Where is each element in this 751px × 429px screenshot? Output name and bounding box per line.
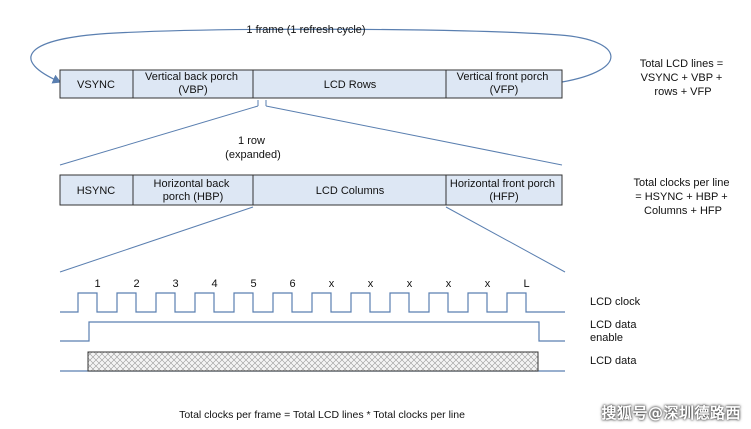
clock-number-label: 1 [94,278,100,290]
timing-expansion-lines [59,206,566,273]
frame-segment-vbp [132,69,254,99]
refresh-cycle-loop [30,28,612,84]
clock-number-label: 4 [211,278,217,290]
frame-total-lines-note: Total LCD lines = VSYNC + VBP + rows + V… [640,58,727,98]
clock-number-label: x [368,278,374,290]
row-total-clocks-note: Total clocks per line = HSYNC + HBP + Co… [633,177,732,217]
frame-caption: 1 frame (1 refresh cycle) [246,24,365,36]
row-segment-hfp [445,174,563,206]
lcd-clock-waveform [60,292,565,313]
frame-segment-rows-label: LCD Rows [324,79,377,91]
signal-label-lcd-data-enable: LCD data enable [590,319,640,344]
clock-number-label: x [485,278,491,290]
row-caption: 1 row (expanded) [225,135,281,161]
frame-segment-vsync-label: VSYNC [77,79,115,91]
clock-number-label: 3 [172,278,178,290]
clock-number-label: x [407,278,413,290]
clock-number-label: 2 [133,278,139,290]
clock-number-label: L [523,278,529,290]
row-segment-columns-label: LCD Columns [316,185,385,197]
signal-label-lcd-clock: LCD clock [590,296,641,308]
lcd-data-block [87,351,539,372]
frame-segment-vfp-label: Vertical front porch (VFP) [457,71,552,96]
frame-segment-rows [252,69,447,99]
watermark: 搜狐号@深圳德路西 [601,404,741,422]
row-segment-hsync-label: HSYNC [77,185,116,197]
clock-number-label: 6 [289,278,295,290]
clock-number-label: x [446,278,452,290]
row-bar: HSYNC Horizontal back porch (HBP) LCD Co… [59,174,563,206]
lcd-data-enable-waveform [60,321,565,342]
row-segment-hbp [132,174,254,206]
frame-segment-vfp [445,69,563,99]
clock-number-labels: 1 2 3 4 5 6 x x x x x L [94,278,529,290]
footer-formula: Total clocks per frame = Total LCD lines… [179,409,465,421]
row-segment-hbp-label: Horizontal back porch (HBP) [154,178,233,203]
frame-segment-vbp-label: Vertical back porch (VBP) [145,71,241,96]
clock-number-label: x [329,278,335,290]
signal-label-lcd-data: LCD data [590,355,637,367]
row-segment-columns [252,174,447,206]
row-expansion-lines [59,100,563,166]
row-segment-hfp-label: Horizontal front porch (HFP) [450,178,558,203]
row-segment-hsync [59,174,134,206]
frame-bar: VSYNC Vertical back porch (VBP) LCD Rows… [59,69,563,99]
clock-number-label: 5 [250,278,256,290]
